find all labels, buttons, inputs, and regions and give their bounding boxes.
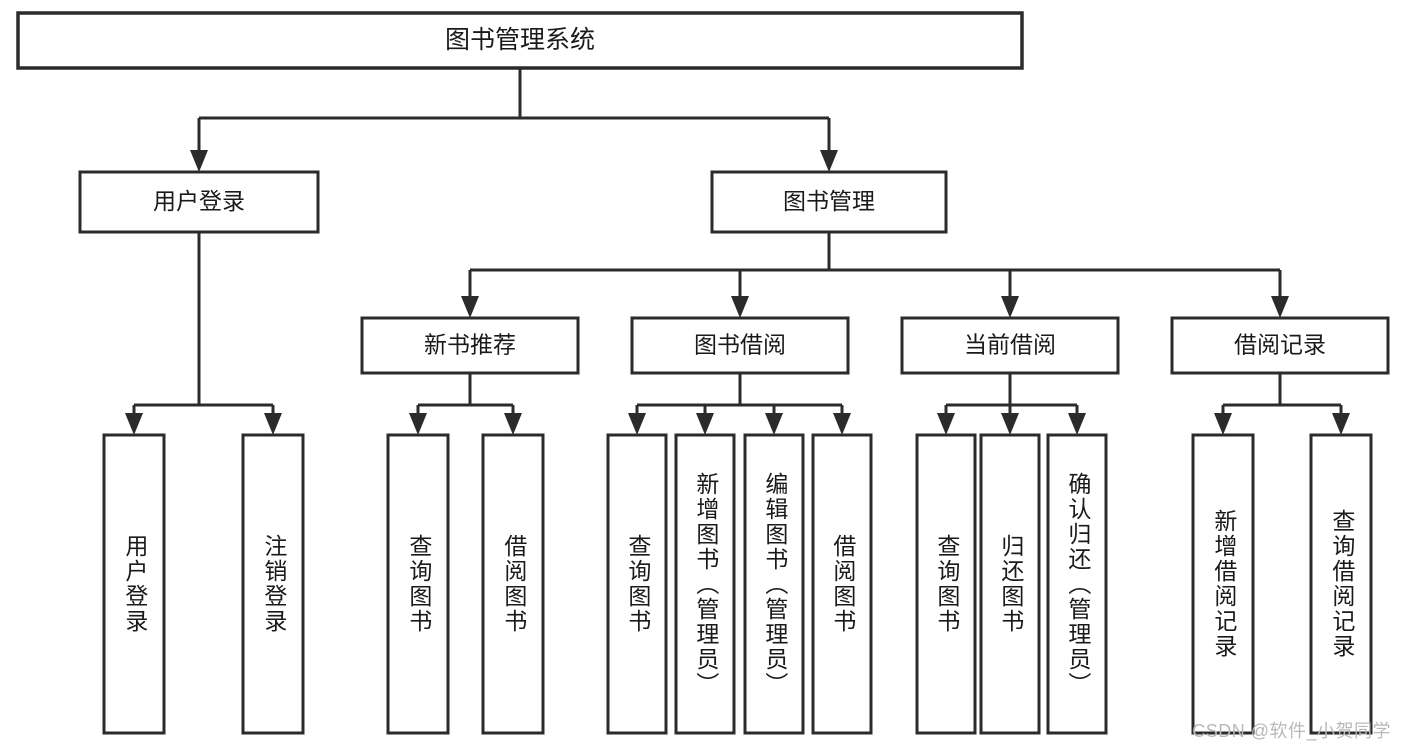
- node-label-borrow-record: 借阅记录: [1234, 332, 1326, 358]
- arrow-head-icon-leaf-query-book-2: [628, 413, 646, 435]
- arrow-head-icon-leaf-query-book-3: [937, 413, 955, 435]
- node-label-user-login: 用户登录: [153, 188, 245, 214]
- node-label-new-book-rec: 新书推荐: [424, 332, 516, 358]
- node-box-leaf-add-record[interactable]: [1191, 433, 1255, 735]
- arrow-head-icon-leaf-confirm-return: [1068, 413, 1086, 435]
- connector-edges: [125, 68, 1350, 435]
- arrow-head-icon-leaf-add-record: [1214, 413, 1232, 435]
- node-box-user-login[interactable]: [78, 170, 320, 234]
- node-box-leaf-add-book[interactable]: [674, 433, 736, 735]
- node-box-leaf-confirm-return[interactable]: [1046, 433, 1108, 735]
- node-box-leaf-edit-book[interactable]: [743, 433, 805, 735]
- arrow-head-icon-leaf-add-book: [696, 413, 714, 435]
- node-box-leaf-user-login[interactable]: [102, 433, 166, 735]
- arrow-head-icon-leaf-borrow-book-1: [504, 413, 522, 435]
- arrow-head-icon-borrow-record: [1271, 296, 1289, 318]
- node-label-current-borrow: 当前借阅: [964, 332, 1056, 358]
- node-box-book-borrow[interactable]: [630, 316, 850, 375]
- node-label-book-manage: 图书管理: [783, 188, 875, 214]
- node-box-leaf-logout[interactable]: [241, 433, 305, 735]
- arrow-head-icon-leaf-edit-book: [765, 413, 783, 435]
- arrow-head-icon-leaf-logout: [264, 413, 282, 435]
- arrow-head-icon-user-login: [190, 150, 208, 172]
- arrow-head-icon-leaf-query-book-1: [409, 413, 427, 435]
- node-box-leaf-query-record[interactable]: [1309, 433, 1373, 735]
- node-box-leaf-query-book-2[interactable]: [606, 433, 668, 735]
- arrow-head-icon-book-manage: [820, 150, 838, 172]
- node-box-leaf-borrow-book-1[interactable]: [481, 433, 545, 735]
- node-box-leaf-return-book[interactable]: [979, 433, 1041, 735]
- arrow-head-icon-leaf-user-login: [125, 413, 143, 435]
- node-boxes: [16, 11, 1390, 735]
- csdn-watermark: CSDN @软件_小贺同学: [1192, 721, 1391, 741]
- node-box-leaf-query-book-1[interactable]: [386, 433, 450, 735]
- arrow-head-icon-book-borrow: [731, 296, 749, 318]
- node-box-borrow-record[interactable]: [1170, 316, 1390, 375]
- arrow-head-icon-new-book-rec: [461, 296, 479, 318]
- node-label-root: 图书管理系统: [445, 26, 595, 54]
- arrow-head-icon-current-borrow: [1001, 296, 1019, 318]
- arrow-head-icon-leaf-borrow-book-2: [833, 413, 851, 435]
- arrow-head-icon-leaf-query-record: [1332, 413, 1350, 435]
- node-label-book-borrow: 图书借阅: [694, 332, 786, 358]
- node-box-leaf-query-book-3[interactable]: [915, 433, 977, 735]
- node-box-book-manage[interactable]: [710, 170, 948, 234]
- node-box-root[interactable]: [16, 11, 1024, 70]
- node-box-current-borrow[interactable]: [900, 316, 1120, 375]
- node-box-new-book-rec[interactable]: [360, 316, 580, 375]
- node-box-leaf-borrow-book-2[interactable]: [811, 433, 873, 735]
- arrow-head-icon-leaf-return-book: [1001, 413, 1019, 435]
